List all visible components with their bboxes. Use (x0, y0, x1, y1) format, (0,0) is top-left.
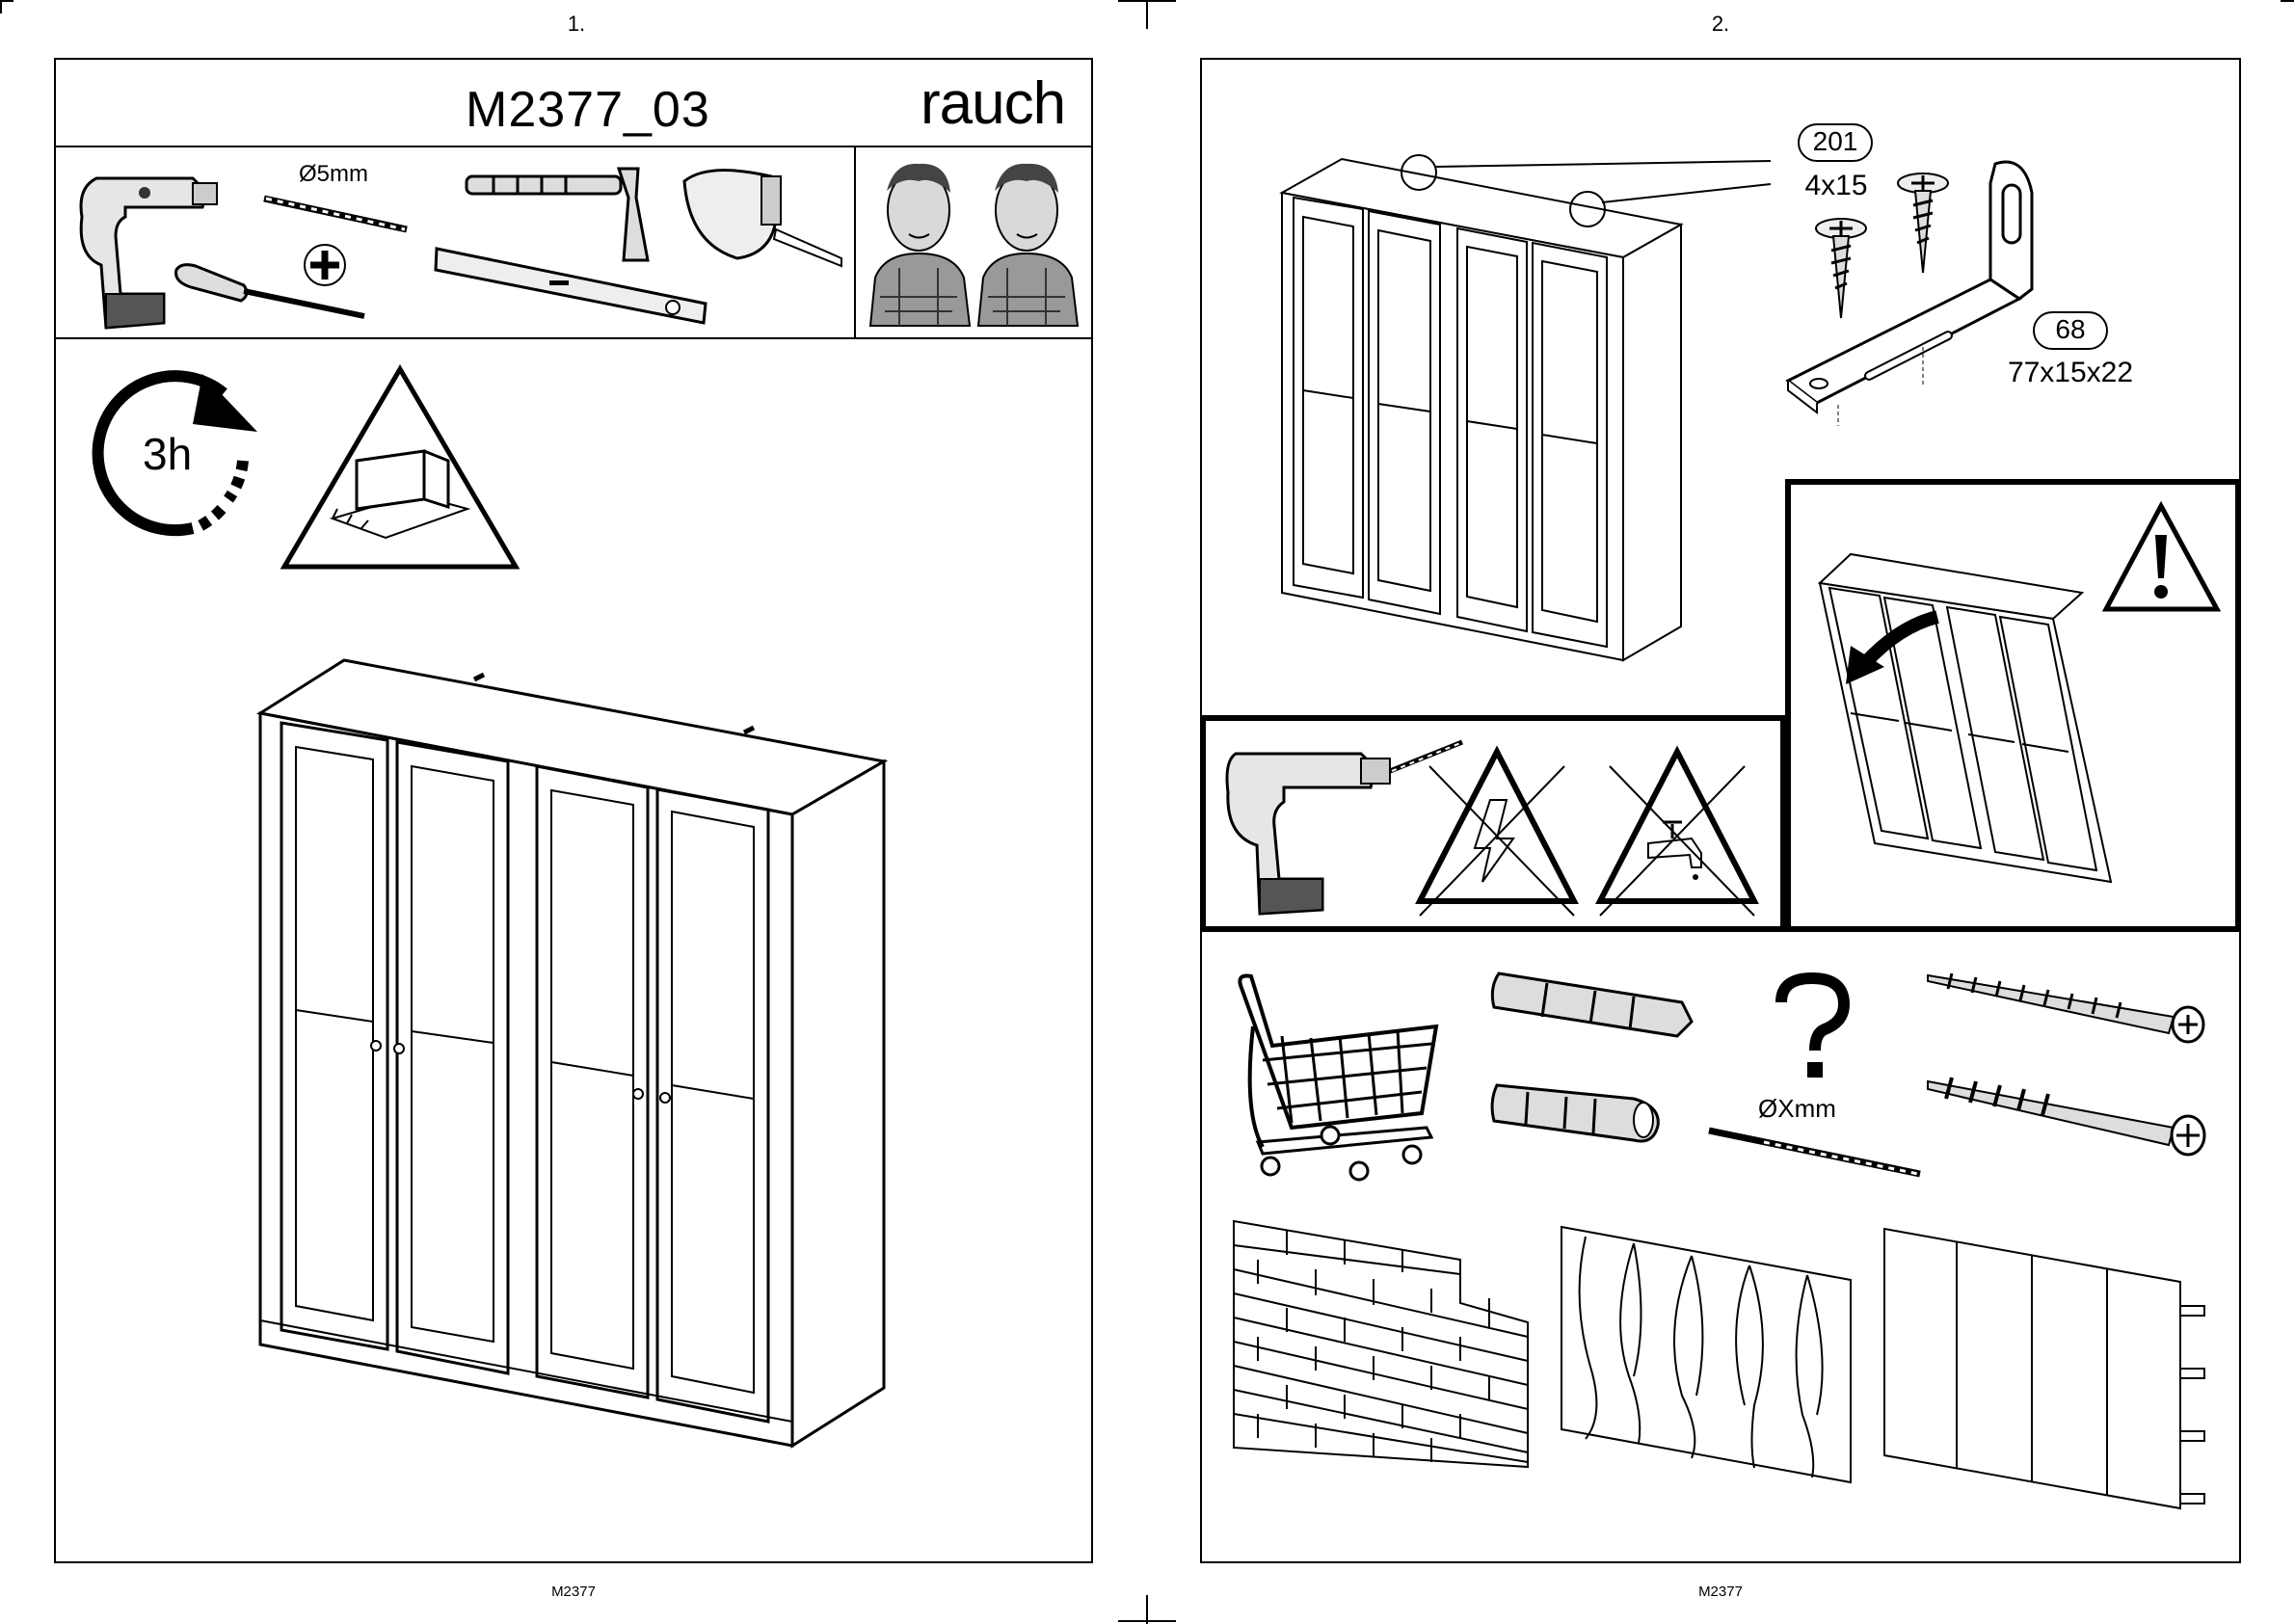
page-number: 1. (547, 12, 605, 37)
wardrobe-tipping-illustration (1812, 549, 2121, 887)
part-size-68: 77x15x22 (1995, 357, 2146, 389)
drill-bit-size-label: Ø5mm (299, 161, 368, 188)
brand-logo: rauch (921, 69, 1065, 138)
page-footer: M2377 (535, 1584, 612, 1600)
page-footer: M2377 (1682, 1584, 1759, 1600)
plasterboard-wall-icon (1880, 1224, 2212, 1513)
drill-bit-icon (262, 191, 407, 239)
tools-vertical-divider (854, 146, 856, 338)
tools-divider (54, 337, 1093, 339)
crop-mark (2281, 0, 2294, 2)
soft-surface-warning-icon (280, 364, 520, 572)
drill-bit-icon (1706, 1126, 1923, 1184)
crop-mark (1146, 0, 1148, 29)
wall-plug-icon (1489, 1078, 1668, 1155)
no-water-pipe-icon (1595, 747, 1759, 916)
part-id-201: 201 (1797, 126, 1874, 157)
phillips-head-icon (303, 243, 347, 287)
page-number: 2. (1692, 12, 1749, 37)
crop-mark (0, 0, 13, 2)
header-divider (54, 146, 1093, 147)
tape-measure-icon (680, 162, 848, 273)
no-electric-cable-icon (1415, 747, 1579, 916)
two-person-icon (866, 152, 1082, 331)
spirit-level-icon (434, 246, 708, 328)
question-mark-icon (1772, 973, 1854, 1084)
brick-wall-icon (1229, 1216, 1533, 1472)
wardrobe-illustration (1274, 149, 1684, 665)
part-id-68: 68 (2032, 314, 2109, 345)
shopping-cart-icon (1234, 969, 1446, 1185)
wall-plug-icon (1489, 964, 1711, 1041)
crop-mark (0, 0, 2, 13)
screw-icon (1923, 964, 2212, 1051)
drill-bit-size-label: ØXmm (1758, 1094, 1836, 1124)
assembly-time-label: 3h (143, 428, 192, 480)
wood-wall-icon (1557, 1222, 1855, 1487)
wardrobe-illustration (253, 655, 889, 1455)
crop-mark (1146, 1595, 1148, 1624)
screw-icon (1923, 1070, 2212, 1161)
model-title: M2377_03 (466, 81, 710, 139)
